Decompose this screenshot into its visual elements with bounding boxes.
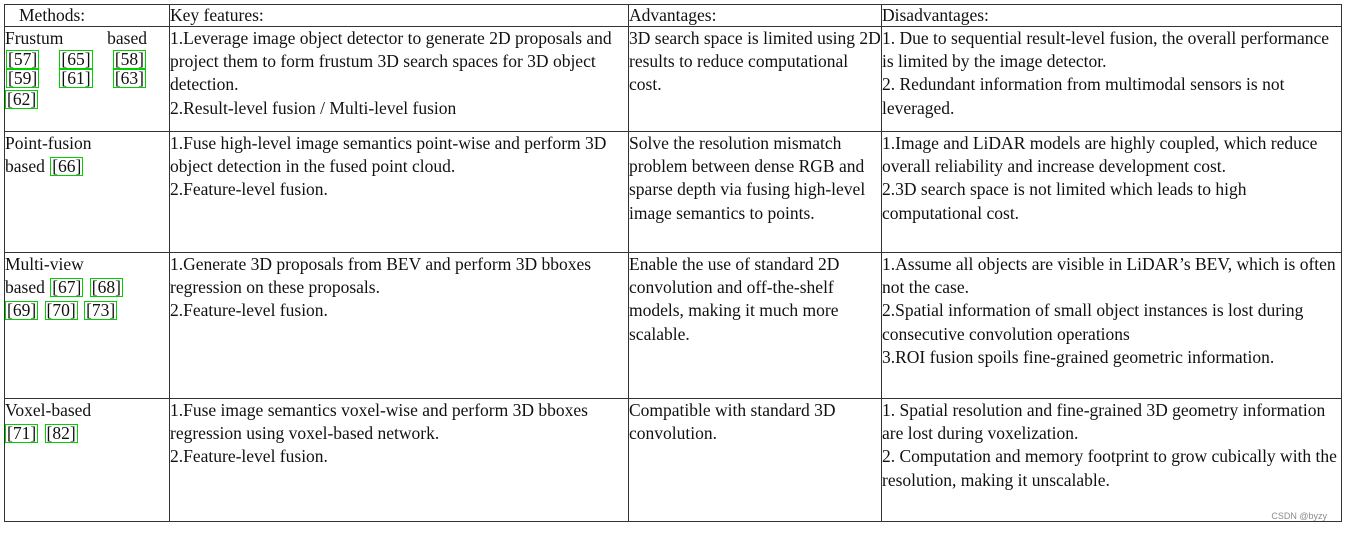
citation-link[interactable]: [71] (5, 423, 39, 444)
method-name: Point-fusion (5, 133, 92, 153)
feature-item: 2.Feature-level fusion. (170, 179, 328, 200)
feature-item: 2.Result-level fusion / Multi-level fusi… (170, 97, 457, 118)
advantage-text: 3D search space is limited using 2D resu… (629, 28, 881, 95)
table-row: Point-fusion based [66] 1.Fuse high-leve… (4, 131, 1342, 253)
disadvantage-item: 2.3D search space is not limited which l… (882, 179, 1247, 223)
citation-link[interactable]: [59] (6, 68, 40, 89)
disadvantage-item: 1. Due to sequential result-level fusion… (882, 28, 1330, 72)
feature-item: 1.Fuse high-level image semantics point-… (170, 133, 607, 177)
feature-item: 1.Fuse image semantics voxel-wise and pe… (170, 400, 588, 444)
citation-link[interactable]: [58] (112, 49, 146, 70)
key-features-cell: 1.Fuse high-level image semantics point-… (169, 131, 629, 253)
method-name-suffix: based (5, 156, 45, 177)
advantage-text: Solve the resolution mismatch problem be… (629, 133, 866, 223)
disadvantage-item: 2. Redundant information from multimodal… (882, 74, 1285, 118)
feature-item: 1.Leverage image object detector to gene… (170, 28, 612, 95)
citation-link[interactable]: [66] (50, 156, 84, 177)
method-cell: Voxel-based [71] [82] (4, 398, 170, 522)
header-advantages: Advantages: (628, 4, 882, 27)
advantages-cell: Compatible with standard 3D convolution. (628, 398, 882, 522)
citation-link[interactable]: [62] (5, 89, 39, 110)
watermark: CSDN @byzy (1271, 511, 1327, 521)
disadvantage-item: 1.Assume all objects are visible in LiDA… (882, 254, 1336, 298)
method-name: Voxel-based (5, 400, 92, 420)
header-key-features: Key features: (169, 4, 629, 27)
header-methods: Methods: (4, 4, 170, 27)
table-row: Multi-view based [67] [68] [69] [70] [73… (4, 252, 1342, 399)
key-features-cell: 1.Fuse image semantics voxel-wise and pe… (169, 398, 629, 522)
citation-link[interactable]: [67] (50, 277, 84, 298)
citation-link[interactable]: [82] (44, 423, 78, 444)
citation-link[interactable]: [63] (112, 68, 146, 89)
disadvantages-cell: 1. Spatial resolution and fine-grained 3… (881, 398, 1342, 522)
table-row: Frustum based [57] [65] [58] [59] [61] [… (4, 26, 1342, 132)
disadvantage-item: 2.Spatial information of small object in… (882, 300, 1304, 344)
method-cell: Point-fusion based [66] (4, 131, 170, 253)
citation-link[interactable]: [61] (59, 68, 93, 89)
disadvantages-cell: 1. Due to sequential result-level fusion… (881, 26, 1342, 132)
key-features-cell: 1.Generate 3D proposals from BEV and per… (169, 252, 629, 399)
advantage-text: Compatible with standard 3D convolution. (629, 400, 836, 444)
disadvantage-item: 1.Image and LiDAR models are highly coup… (882, 133, 1318, 177)
advantages-cell: 3D search space is limited using 2D resu… (628, 26, 882, 132)
citation-link[interactable]: [69] (5, 300, 39, 321)
feature-item: 2.Feature-level fusion. (170, 446, 328, 467)
method-name: Frustum based (5, 28, 147, 48)
feature-item: 2.Feature-level fusion. (170, 300, 328, 321)
advantages-cell: Solve the resolution mismatch problem be… (628, 131, 882, 253)
table-row: Voxel-based [71] [82] 1.Fuse image seman… (4, 398, 1342, 522)
method-cell: Multi-view based [67] [68] [69] [70] [73… (4, 252, 170, 399)
method-name-suffix: based (5, 277, 45, 298)
method-cell: Frustum based [57] [65] [58] [59] [61] [… (4, 26, 170, 132)
header-row: Methods: Key features: Advantages: Disad… (4, 4, 1342, 27)
citation-link[interactable]: [73] (84, 300, 118, 321)
header-disadvantages: Disadvantages: (881, 4, 1342, 27)
disadvantage-item: 2. Computation and memory footprint to g… (882, 446, 1337, 490)
methods-comparison-table: Methods: Key features: Advantages: Disad… (4, 4, 1342, 522)
feature-item: 1.Generate 3D proposals from BEV and per… (170, 254, 592, 298)
disadvantages-cell: 1.Assume all objects are visible in LiDA… (881, 252, 1342, 399)
advantages-cell: Enable the use of standard 2D convolutio… (628, 252, 882, 399)
citation-link[interactable]: [68] (89, 277, 123, 298)
citation-link[interactable]: [65] (59, 49, 93, 70)
disadvantages-cell: 1.Image and LiDAR models are highly coup… (881, 131, 1342, 253)
key-features-cell: 1.Leverage image object detector to gene… (169, 26, 629, 132)
method-name: Multi-view (5, 254, 84, 274)
citation-link[interactable]: [70] (44, 300, 78, 321)
citation-link[interactable]: [57] (6, 49, 40, 70)
advantage-text: Enable the use of standard 2D convolutio… (629, 254, 840, 344)
disadvantage-item: 1. Spatial resolution and fine-grained 3… (882, 400, 1326, 444)
disadvantage-item: 3.ROI fusion spoils fine-grained geometr… (882, 346, 1275, 367)
